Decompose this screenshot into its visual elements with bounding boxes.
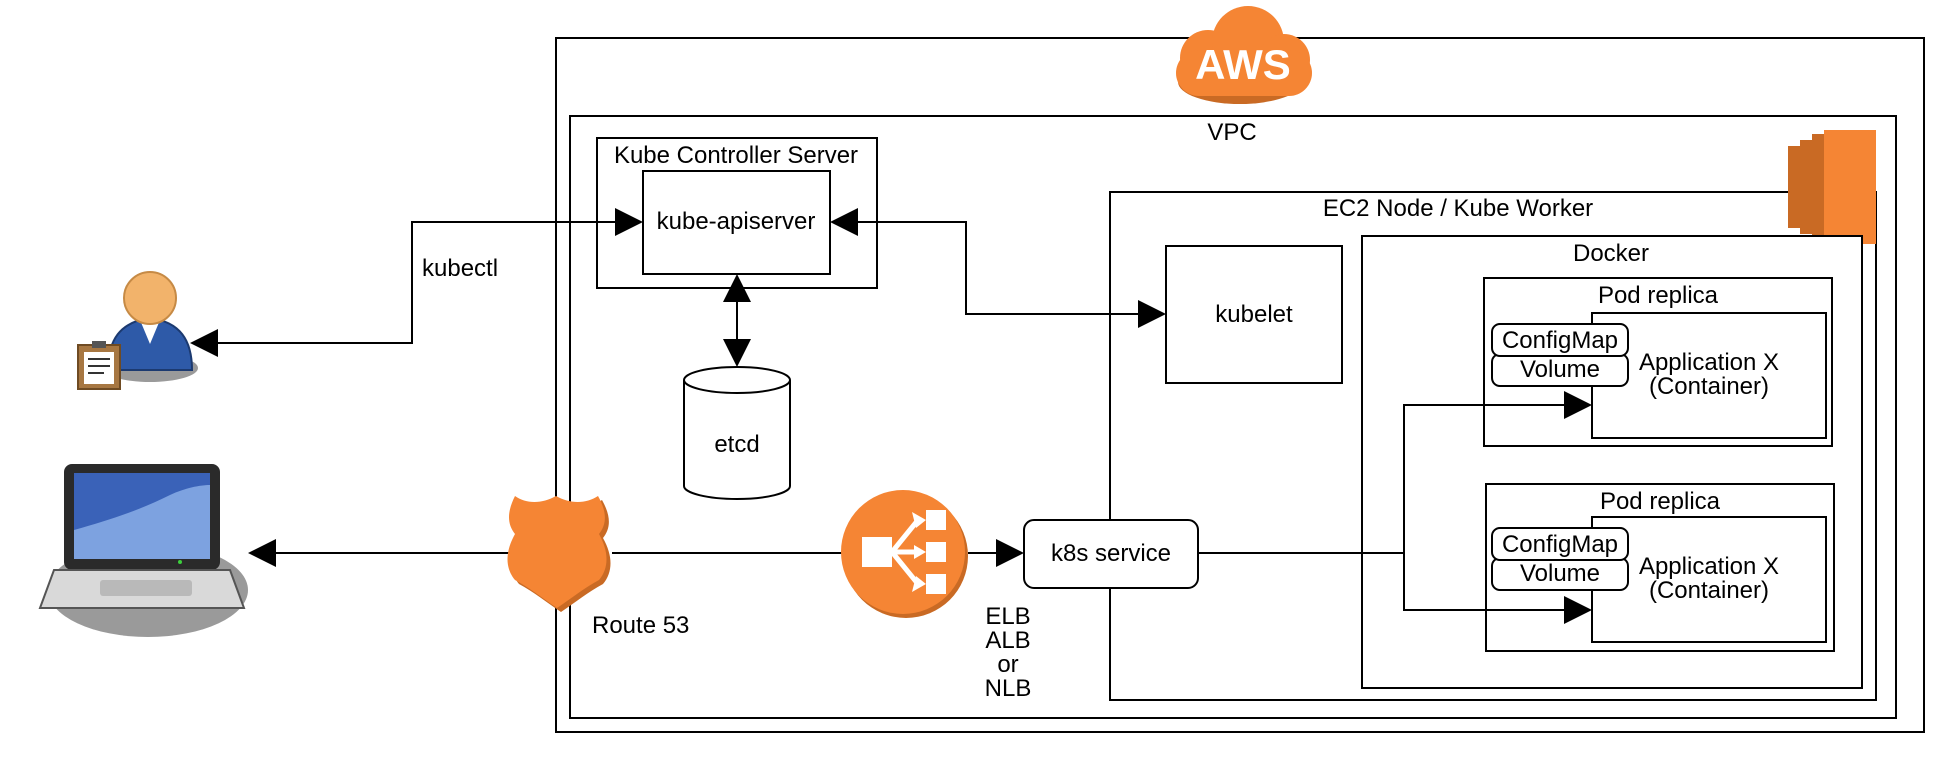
application-container-box — [1591, 516, 1827, 643]
lb-type-nlb: NLB — [985, 675, 1032, 702]
volume-label: Volume — [1520, 560, 1600, 587]
ec2-instance-icon — [1788, 130, 1876, 244]
etcd-label: etcd — [714, 431, 759, 458]
configmap-box — [1491, 527, 1629, 561]
lb-type-or: or — [997, 651, 1018, 678]
lb-type-elb: ELB — [985, 603, 1030, 630]
docker-label: Docker — [1573, 240, 1649, 267]
configmap-label: ConfigMap — [1502, 327, 1618, 354]
traffic-connector — [248, 391, 1592, 624]
pod-replica-label: Pod replica — [1598, 282, 1719, 309]
kubectl-label: kubectl — [422, 255, 498, 282]
lb-type-alb: ALB — [985, 627, 1030, 654]
apiserver-kubelet-connector — [830, 208, 1166, 328]
kubectl-connector — [190, 208, 643, 357]
route53-shield-icon — [507, 496, 611, 612]
kube-apiserver-box — [642, 170, 831, 275]
route53-label: Route 53 — [592, 612, 689, 639]
application-container-box — [1591, 312, 1827, 439]
aws-cloud-logo-icon: AWS — [1176, 6, 1312, 104]
pod-replica-label: Pod replica — [1600, 488, 1721, 515]
kube-apiserver-label: kube-apiserver — [657, 208, 816, 235]
vpc-label: VPC — [1207, 119, 1256, 146]
ec2-node-label: EC2 Node / Kube Worker — [1323, 195, 1593, 222]
etcd-database: etcd — [683, 366, 791, 500]
administrator-user-icon — [77, 271, 198, 390]
k8s-service-label: k8s service — [1051, 540, 1171, 567]
kubelet-box — [1165, 245, 1343, 384]
laptop-client-icon — [38, 464, 248, 637]
pod-replica-2: Pod replica Application X (Container) Vo… — [1485, 483, 1835, 652]
pod-replica-1: Pod replica Application X (Container) Vo… — [1483, 277, 1833, 447]
kubelet-label: kubelet — [1215, 301, 1293, 328]
application-label: Application X — [1639, 349, 1779, 376]
kube-controller-server-label: Kube Controller Server — [614, 142, 858, 169]
elastic-load-balancer-icon — [841, 490, 968, 618]
aws-logo-text: AWS — [1195, 41, 1291, 88]
container-label: (Container) — [1649, 373, 1769, 400]
application-label: Application X — [1639, 553, 1779, 580]
configmap-box — [1491, 323, 1629, 357]
apiserver-etcd-connector — [723, 274, 751, 367]
container-label: (Container) — [1649, 577, 1769, 604]
configmap-label: ConfigMap — [1502, 531, 1618, 558]
volume-label: Volume — [1520, 356, 1600, 383]
